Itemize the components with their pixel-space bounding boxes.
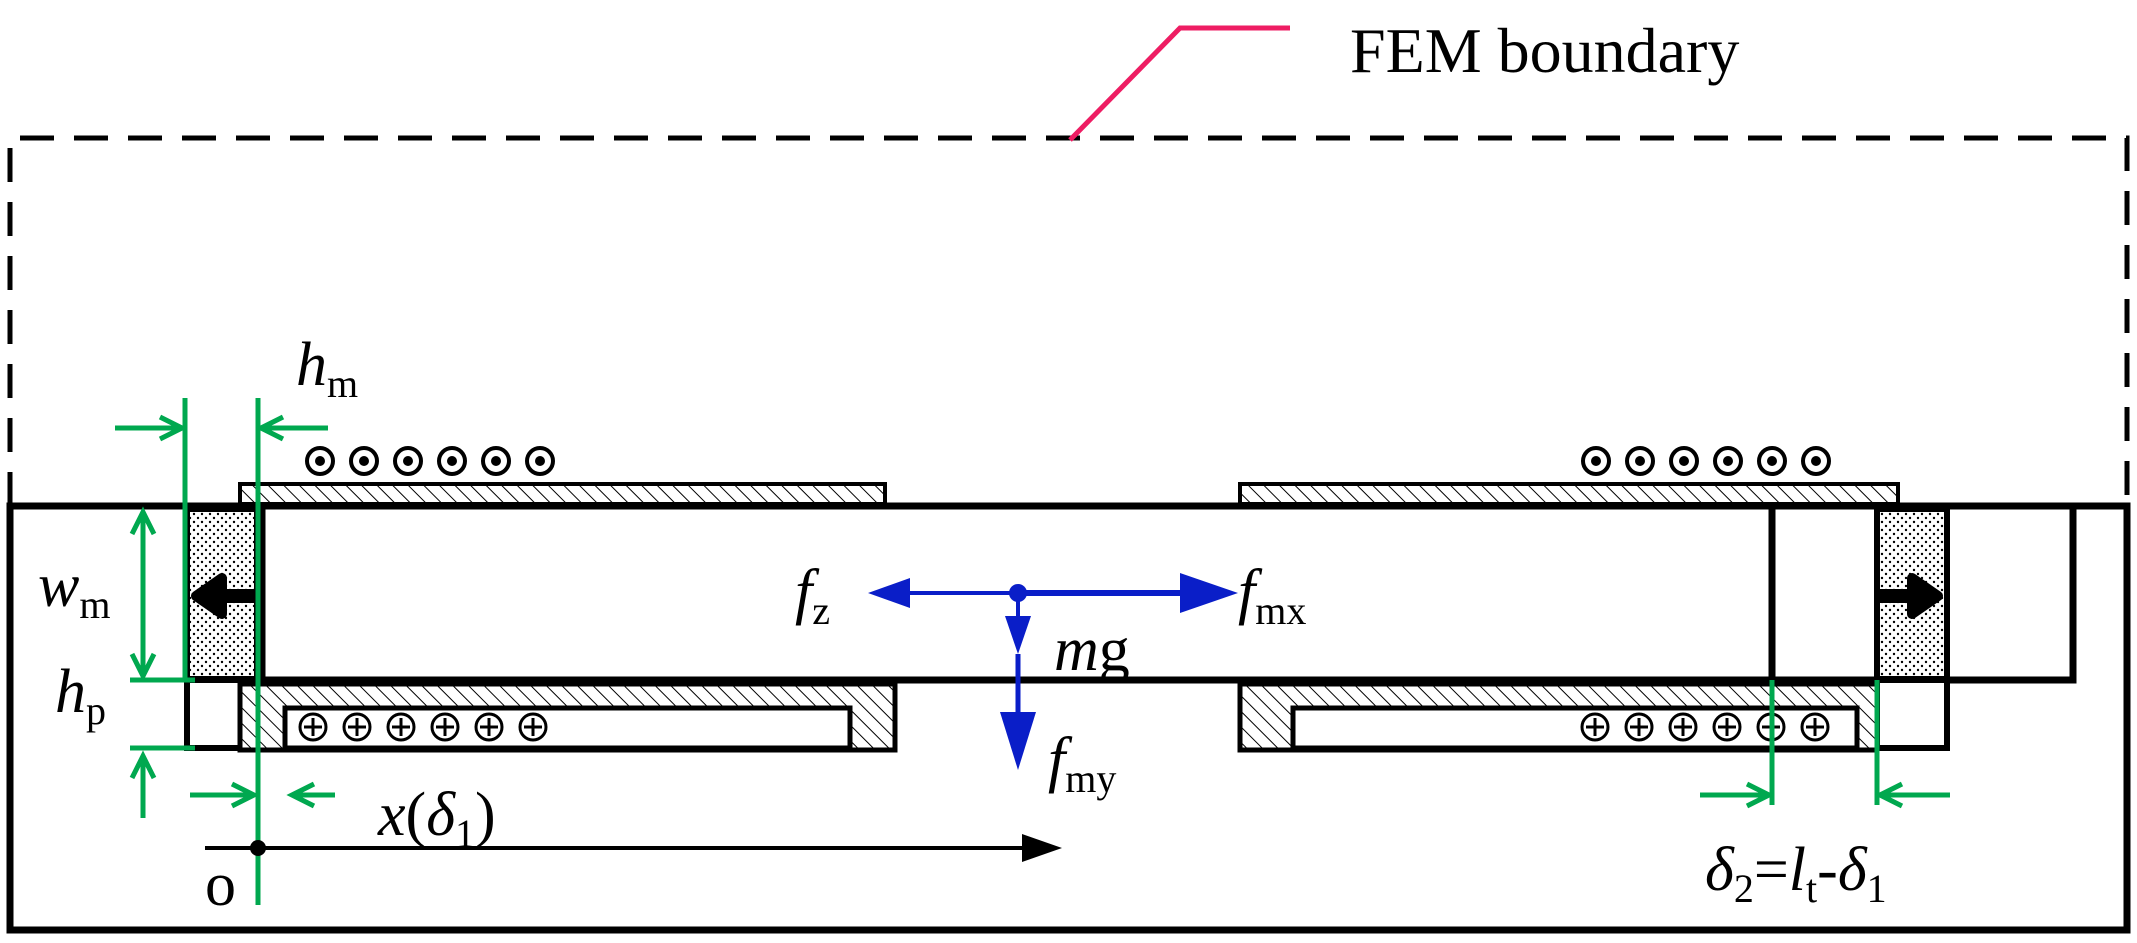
origin-label: o <box>205 851 236 919</box>
current-in-symbols-left <box>298 712 548 742</box>
dot-circle-icon <box>349 446 379 476</box>
plus-circle-icon <box>386 712 416 742</box>
center-of-mass-dot <box>1009 584 1027 602</box>
dot-circle-icon <box>393 446 423 476</box>
gap-right <box>1874 677 1950 751</box>
mover-body <box>258 506 2077 684</box>
plus-circle-icon <box>1800 712 1830 742</box>
dot-circle-icon <box>1757 446 1787 476</box>
dot-circle-icon <box>1581 446 1611 476</box>
dot-circle-icon <box>525 446 555 476</box>
plus-circle-icon <box>430 712 460 742</box>
label-fz: fz <box>795 558 830 633</box>
coil-bottom-left-inner <box>282 705 853 751</box>
label-mg: mg <box>1054 616 1130 684</box>
label-hp: hp <box>55 658 106 733</box>
origin-dot <box>250 840 266 856</box>
coil-plate-top-left <box>238 482 887 506</box>
push-arrow-right <box>1875 573 1943 619</box>
dot-circle-icon <box>1669 446 1699 476</box>
current-out-symbols-left <box>305 446 555 476</box>
coil-plate-top-right <box>1238 482 1900 506</box>
dot-circle-icon <box>305 446 335 476</box>
plus-circle-icon <box>1624 712 1654 742</box>
plus-circle-icon <box>474 712 504 742</box>
plus-circle-icon <box>298 712 328 742</box>
dot-circle-icon <box>1625 446 1655 476</box>
plus-circle-icon <box>342 712 372 742</box>
current-in-symbols-right <box>1580 712 1830 742</box>
label-fmx: fmx <box>1238 558 1306 633</box>
force-vectors <box>868 573 1238 770</box>
push-arrow-left <box>191 573 260 619</box>
plus-circle-icon <box>518 712 548 742</box>
label-x-delta1: x(δ1) <box>377 781 496 856</box>
dot-circle-icon <box>1801 446 1831 476</box>
label-delta2-relation: δ2=lt-δ1 <box>1705 836 1887 911</box>
plus-circle-icon <box>1580 712 1610 742</box>
plus-circle-icon <box>1712 712 1742 742</box>
label-fmy: fmy <box>1048 726 1116 801</box>
dot-circle-icon <box>437 446 467 476</box>
dot-circle-icon <box>481 446 511 476</box>
outer-frame <box>6 502 2131 934</box>
label-wm: wm <box>38 552 110 627</box>
plus-circle-icon <box>1668 712 1698 742</box>
current-out-symbols-right <box>1581 446 1831 476</box>
fem-boundary-label: FEM boundary <box>1350 15 1739 86</box>
label-hm: hm <box>296 331 358 406</box>
dimension-lines <box>115 398 1950 905</box>
x-axis <box>205 834 1062 862</box>
dot-circle-icon <box>1713 446 1743 476</box>
fem-boundary-leader <box>1068 25 1290 142</box>
